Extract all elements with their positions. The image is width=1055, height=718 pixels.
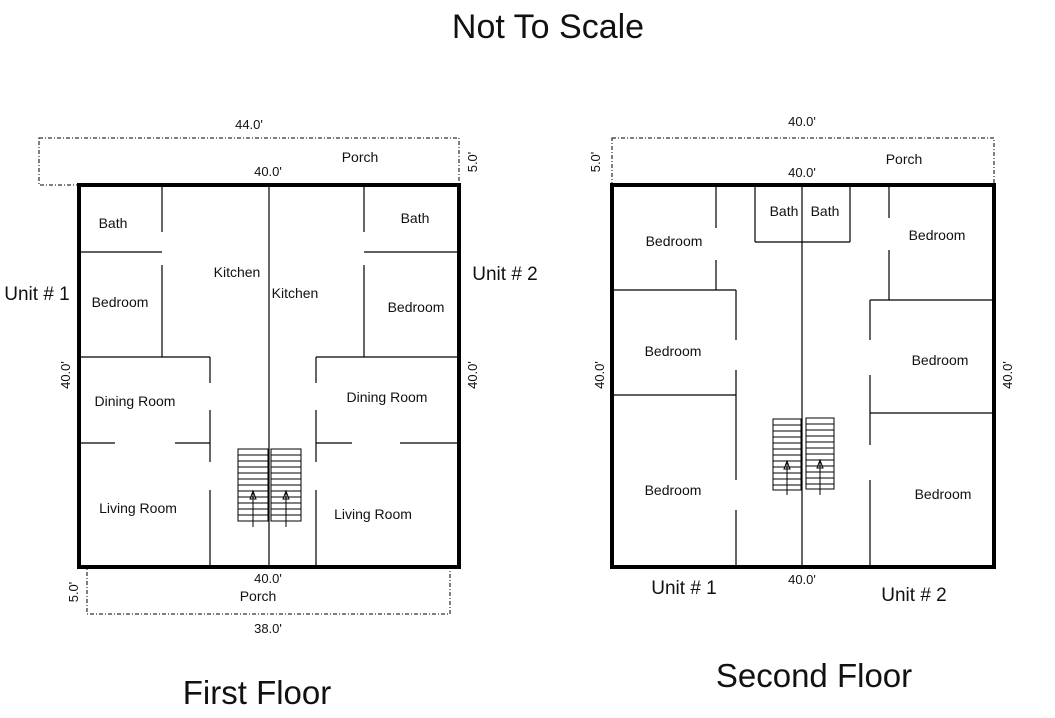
first-floor-kitchen-left: Kitchen — [214, 264, 261, 280]
first-floor-left-dimension: 40.0' — [58, 361, 73, 389]
first-floor-bottom-porch-width: 38.0' — [254, 621, 282, 636]
second-floor-bath-left: Bath — [770, 203, 799, 219]
second-floor-plan: 40.0' Porch 5.0' 40.0' 40.0' 40.0' 40.0'… — [588, 114, 1015, 694]
second-floor-porch-width: 40.0' — [788, 114, 816, 129]
second-floor-bottom-dimension: 40.0' — [788, 572, 816, 587]
second-floor-right-dimension: 40.0' — [1000, 361, 1015, 389]
second-floor-porch-label: Porch — [886, 151, 923, 167]
second-floor-bedroom-top-left: Bedroom — [646, 233, 703, 249]
second-floor-exterior-wall — [610, 183, 996, 569]
first-floor-unit-2-label: Unit # 2 — [472, 264, 537, 285]
first-floor-bottom-porch-depth: 5.0' — [66, 582, 81, 603]
first-floor-bath-left: Bath — [99, 215, 128, 231]
first-floor-stairs — [237, 448, 302, 527]
first-floor-bedroom-right: Bedroom — [388, 299, 445, 315]
first-floor-top-porch-depth: 5.0' — [465, 152, 480, 173]
first-floor-caption: First Floor — [183, 674, 332, 711]
first-floor-interior-walls — [79, 185, 459, 567]
second-floor-caption: Second Floor — [716, 657, 912, 694]
first-floor-dining-right: Dining Room — [347, 389, 428, 405]
second-floor-left-dimension: 40.0' — [592, 361, 607, 389]
second-floor-bedroom-bottom-right: Bedroom — [915, 486, 972, 502]
second-floor-bath-right: Bath — [811, 203, 840, 219]
first-floor-bedroom-left: Bedroom — [92, 294, 149, 310]
first-floor-top-porch-label: Porch — [342, 149, 379, 165]
first-floor-living-left: Living Room — [99, 500, 177, 516]
second-floor-unit-2-label: Unit # 2 — [881, 585, 946, 606]
first-floor-top-porch-width: 44.0' — [235, 117, 263, 132]
second-floor-top-dimension: 40.0' — [788, 165, 816, 180]
first-floor-living-right: Living Room — [334, 506, 412, 522]
first-floor-top-porch-outline — [38, 137, 460, 186]
first-floor-kitchen-right: Kitchen — [272, 285, 319, 301]
second-floor-bedroom-mid-right: Bedroom — [912, 352, 969, 368]
first-floor-unit-1-label: Unit # 1 — [4, 284, 69, 305]
first-floor-bottom-dimension: 40.0' — [254, 571, 282, 586]
second-floor-unit-1-label: Unit # 1 — [651, 578, 716, 599]
second-floor-porch-outline — [611, 137, 995, 186]
first-floor-bath-right: Bath — [401, 210, 430, 226]
second-floor-bedroom-mid-left: Bedroom — [645, 343, 702, 359]
second-floor-bedroom-bottom-left: Bedroom — [645, 482, 702, 498]
first-floor-top-dimension: 40.0' — [254, 164, 282, 179]
first-floor-right-dimension: 40.0' — [465, 361, 480, 389]
second-floor-porch-depth: 5.0' — [588, 152, 603, 173]
diagram-title: Not To Scale — [452, 8, 644, 46]
second-floor-stairs — [772, 417, 835, 495]
first-floor-dining-left: Dining Room — [95, 393, 176, 409]
second-floor-bedroom-top-right: Bedroom — [909, 227, 966, 243]
first-floor-plan: 44.0' Porch 5.0' 40.0' 40.0' Porch 38.0'… — [4, 117, 537, 711]
second-floor-interior-walls — [612, 185, 994, 567]
first-floor-bottom-porch-label: Porch — [240, 588, 277, 604]
